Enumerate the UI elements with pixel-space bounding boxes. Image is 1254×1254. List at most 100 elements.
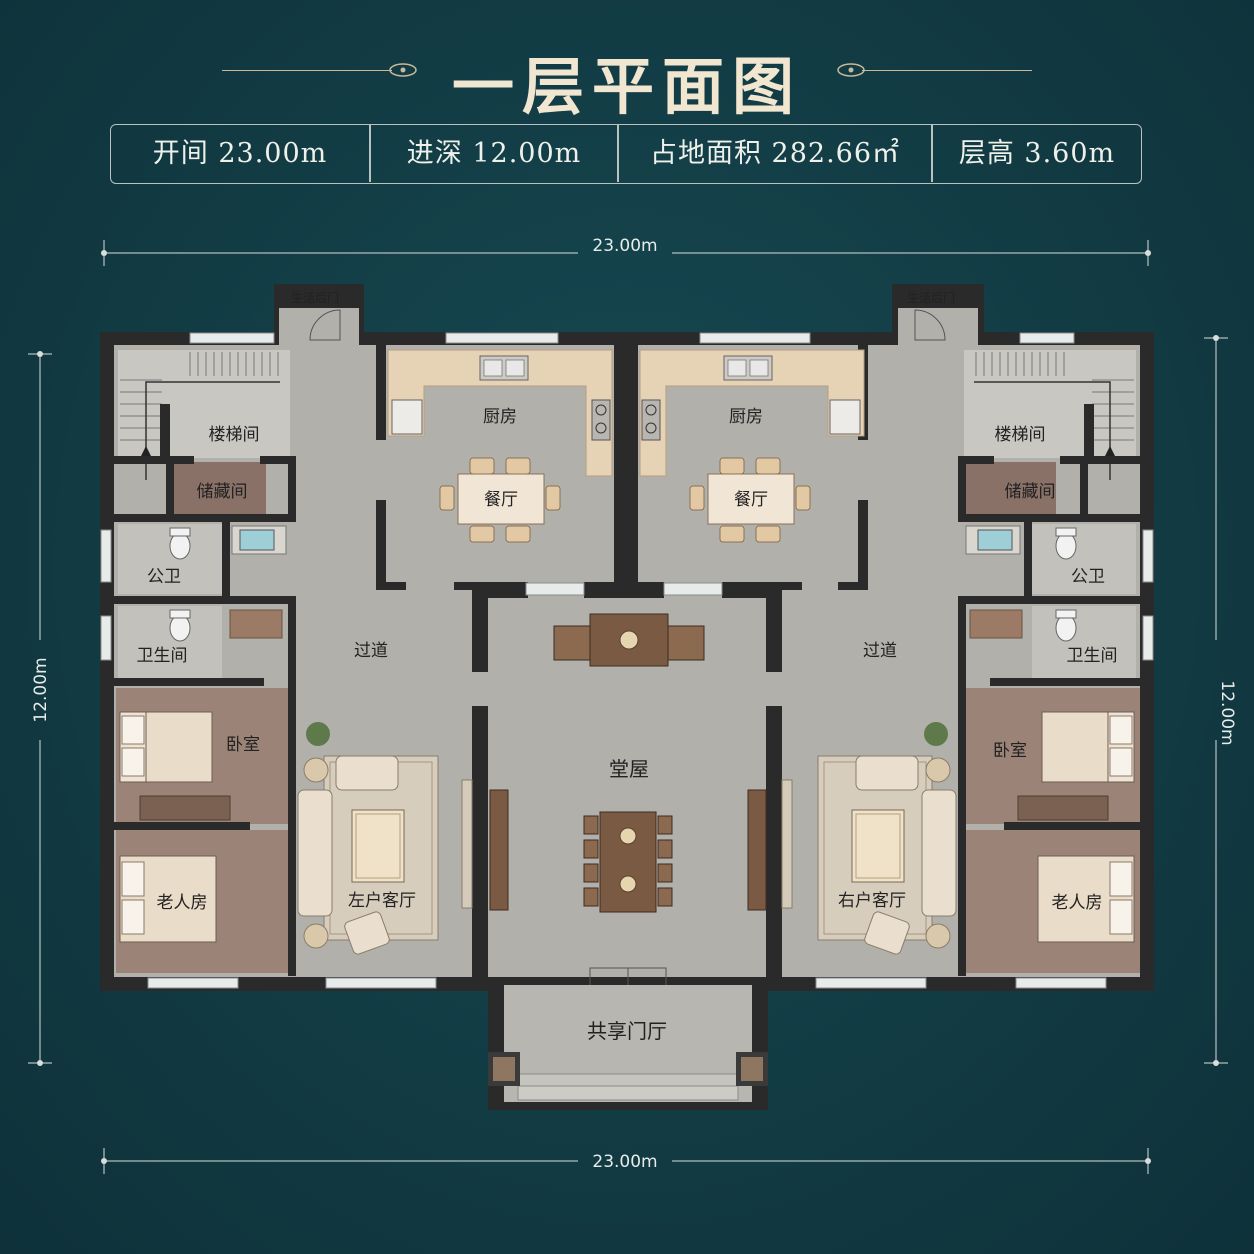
armchair-icon: [864, 911, 910, 955]
room-label-bath-left: 卫生间: [137, 646, 188, 666]
washbasin-icon: [239, 529, 275, 551]
spec-bar: 开间 23.00m 进深 12.00m 占地面积 282.66㎡ 层高 3.60…: [110, 124, 1142, 184]
bedroom-left: 卧室: [119, 711, 260, 821]
wardrobe-icon: [969, 609, 1023, 639]
toilet-icon: [169, 532, 191, 560]
room-label-bath-right: 卫生间: [1067, 646, 1118, 666]
room-label-dining-left: 餐厅: [484, 490, 518, 510]
ornament-left-icon: [389, 63, 417, 77]
bedroom-right: 卧室: [993, 711, 1135, 821]
title-area: 一层平面图: [0, 28, 1254, 123]
room-label-elder-left: 老人房: [157, 893, 208, 913]
dimension-top-label: 23.00m: [592, 236, 657, 256]
spec-width-label: 开间: [152, 138, 209, 169]
armchair-icon: [344, 911, 390, 955]
side-table-icon: [303, 923, 329, 949]
page-title: 一层平面图: [451, 50, 802, 123]
room-label-back-door-left: 生活后门: [291, 290, 339, 305]
dimension-left-label: 12.00m: [31, 657, 51, 722]
public-wc-left: 公卫: [118, 524, 287, 594]
dimension-left: 12.00m: [28, 351, 52, 1066]
coffee-table-icon: [851, 809, 905, 883]
living-room-left: 左户客厅: [297, 722, 473, 955]
room-label-dining-right: 餐厅: [734, 490, 768, 510]
stair-right: 楼梯间: [964, 350, 1136, 480]
sofa-icon: [855, 755, 919, 791]
room-label-storage-left: 储藏间: [197, 482, 248, 502]
spec-width-value: 23.00m: [218, 138, 328, 169]
room-label-stair-left: 楼梯间: [209, 425, 260, 445]
room-label-kitchen-right: 厨房: [729, 407, 763, 427]
interior-walls-right: [766, 345, 1140, 991]
wardrobe-icon: [229, 609, 283, 639]
windows: [100, 332, 1154, 989]
spec-divider: [369, 125, 371, 182]
dimension-top: 23.00m: [101, 236, 1151, 266]
spec-divider: [617, 125, 619, 182]
kitchen-right: 厨房: [639, 349, 865, 477]
spec-divider: [931, 125, 933, 182]
room-label-back-door-right: 生活后门: [907, 290, 955, 305]
side-table-icon: [925, 757, 951, 783]
toilet-icon: [1055, 614, 1077, 642]
plant-icon: [924, 722, 948, 746]
toilet-icon: [1055, 532, 1077, 560]
room-label-elder-right: 老人房: [1052, 893, 1103, 913]
dining-table-right: 餐厅: [689, 457, 811, 543]
stove-icon: [641, 399, 661, 441]
wardrobe-icon: [1017, 795, 1109, 821]
room-label-public-wc-right: 公卫: [1071, 567, 1105, 587]
cabinet-icon: [489, 789, 509, 911]
spec-height-value: 3.60m: [1024, 138, 1116, 169]
title-line-right: [862, 70, 1032, 71]
fridge-icon: [391, 399, 423, 435]
title-line-left: [222, 70, 392, 71]
kitchen-left: 厨房: [387, 349, 613, 477]
coffee-table-icon: [351, 809, 405, 883]
dining-table-left: 餐厅: [439, 457, 561, 543]
spec-height-label: 层高: [958, 138, 1015, 169]
room-label-main-hall: 堂屋: [609, 757, 649, 781]
plant-icon: [306, 722, 330, 746]
entrance-hall: [488, 985, 768, 1102]
living-room-right: 右户客厅: [781, 722, 957, 955]
room-label-corridor-left: 过道: [354, 641, 388, 661]
spec-area-value: 282.66㎡: [771, 138, 901, 169]
wardrobe-icon: [139, 795, 231, 821]
dimension-bottom: 23.00m: [101, 1148, 1151, 1174]
side-table-icon: [925, 923, 951, 949]
dimension-right-label: 12.00m: [1217, 680, 1237, 745]
room-label-storage-right: 储藏间: [1005, 482, 1056, 502]
spec-depth-value: 12.00m: [472, 138, 582, 169]
spec-area-label: 占地面积: [649, 138, 762, 169]
dimension-right: 12.00m: [1204, 335, 1237, 1066]
spec-depth: 进深 12.00m: [371, 125, 617, 182]
elder-room-right: 老人房: [1037, 855, 1135, 943]
sofa-icon: [921, 789, 957, 917]
main-hall: 堂屋: [489, 613, 767, 985]
dimension-bottom-label: 23.00m: [592, 1152, 657, 1172]
spec-area: 占地面积 282.66㎡: [619, 125, 931, 182]
room-label-stair-right: 楼梯间: [995, 425, 1046, 445]
room-label-living-left: 左户客厅: [348, 891, 416, 911]
interior-walls-left: [114, 345, 782, 991]
public-wc-right: 公卫: [965, 524, 1136, 594]
door-swing-icon: [309, 309, 341, 341]
stair-left: 楼梯间: [118, 350, 290, 480]
side-table-icon: [303, 757, 329, 783]
washbasin-icon: [977, 529, 1013, 551]
room-label-entrance: 共享门厅: [587, 1019, 667, 1043]
stove-icon: [591, 399, 611, 441]
room-label-kitchen-left: 厨房: [483, 407, 517, 427]
spec-width: 开间 23.00m: [111, 125, 369, 182]
room-label-bedroom-right: 卧室: [993, 741, 1027, 761]
room-label-corridor-right: 过道: [863, 641, 897, 661]
sofa-icon: [297, 789, 333, 917]
elder-room-left: 老人房: [119, 855, 217, 943]
bath-right: 卫生间: [969, 606, 1136, 678]
fridge-icon: [829, 399, 861, 435]
hall-table-icon: [599, 811, 657, 913]
toilet-icon: [169, 614, 191, 642]
